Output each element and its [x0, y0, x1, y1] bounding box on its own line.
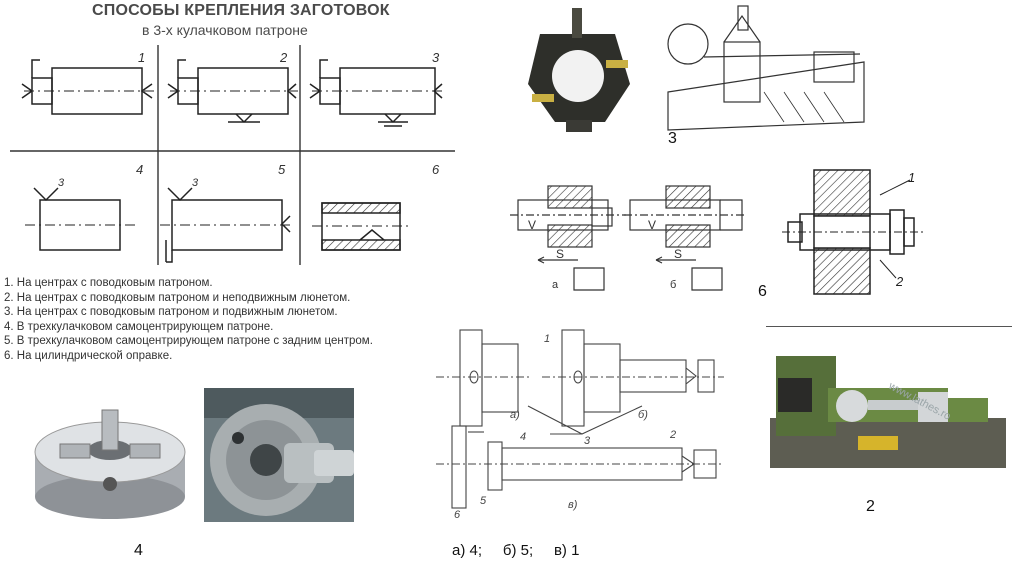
method-item: 4. В трехкулачковом самоцентрирующем пат…	[4, 320, 274, 333]
scheme-6	[312, 202, 410, 251]
methods-list: 1. На центрах с поводковым патроном. 2. …	[4, 276, 373, 364]
fig-number-steady-rest: 3	[668, 130, 677, 147]
scheme-label-4: 4	[136, 162, 143, 177]
scheme-2	[167, 59, 298, 124]
scheme-5	[160, 187, 292, 263]
lathe-sub-v: в)	[568, 499, 578, 511]
scheme-5-mark: 3	[192, 177, 199, 189]
sub-label-b: б	[670, 279, 676, 291]
mini-lathe-photo: www.lathes.ro	[768, 348, 1006, 488]
lathe-num-2: 2	[669, 429, 676, 441]
method-item: 1. На центрах с поводковым патроном.	[4, 277, 213, 289]
scheme-label-6: 6	[432, 162, 440, 177]
mandrel-section-drawing: 1 2	[782, 169, 926, 295]
scheme-label-2: 2	[279, 50, 288, 65]
s-label-b: S	[674, 247, 682, 261]
lathe-steady-rest-drawing	[667, 5, 865, 131]
lathe-sub-a: а)	[510, 409, 520, 421]
fig-number-lathe: 2	[866, 498, 875, 515]
lathe-num-3: 3	[584, 435, 591, 447]
method-item: 3. На центрах с поводковым патроном и по…	[4, 306, 338, 319]
lathe-chuck-photo	[204, 388, 354, 522]
v-label-a: V	[528, 218, 536, 232]
divider-line	[766, 326, 1012, 327]
lathe-sub-b: б)	[638, 409, 648, 421]
scheme-3	[309, 59, 445, 127]
fig-number-mandrel: 6	[758, 283, 767, 300]
clamping-schemes-grid: 1 2 3 3 4 3 5	[10, 45, 455, 265]
method-item: 5. В трехкулачковом самоцентрирующем пат…	[4, 335, 373, 348]
lathe-setups-drawing: а) б) в) 1 2 3 4 5 6	[436, 329, 724, 520]
lathe-num-6: 6	[454, 509, 461, 520]
scheme-label-1: 1	[138, 50, 145, 65]
slide-title: СПОСОБЫ КРЕПЛЕНИЯ ЗАГОТОВОК	[92, 2, 390, 19]
mandrel-label-2: 2	[895, 274, 904, 289]
lathe-num-1: 1	[544, 333, 550, 345]
scheme-4	[25, 187, 135, 251]
method-item: 2. На центрах с поводковым патроном и не…	[4, 291, 351, 304]
slide-subtitle: в 3-х кулачковом патроне	[142, 22, 308, 38]
method-item: 6. На цилиндрической оправке.	[4, 349, 173, 362]
s-label-a: S	[556, 247, 564, 261]
chuck-sections-drawing: V V S S а б	[510, 185, 744, 291]
v-label-b: V	[648, 218, 656, 232]
scheme-label-3: 3	[432, 50, 440, 65]
scheme-1	[21, 59, 154, 115]
chuck-photo	[34, 409, 186, 519]
steady-rest-photo	[520, 4, 638, 134]
mandrel-label-1: 1	[908, 170, 915, 185]
sub-label-a: а	[552, 279, 559, 291]
lathe-num-5: 5	[480, 495, 487, 507]
lathe-num-4: 4	[520, 431, 526, 443]
answer-line: а) 4; б) 5; в) 1	[452, 542, 580, 559]
scheme-label-5: 5	[278, 162, 286, 177]
fig-number-chuck: 4	[134, 542, 143, 559]
scheme-4-mark: 3	[58, 177, 65, 189]
